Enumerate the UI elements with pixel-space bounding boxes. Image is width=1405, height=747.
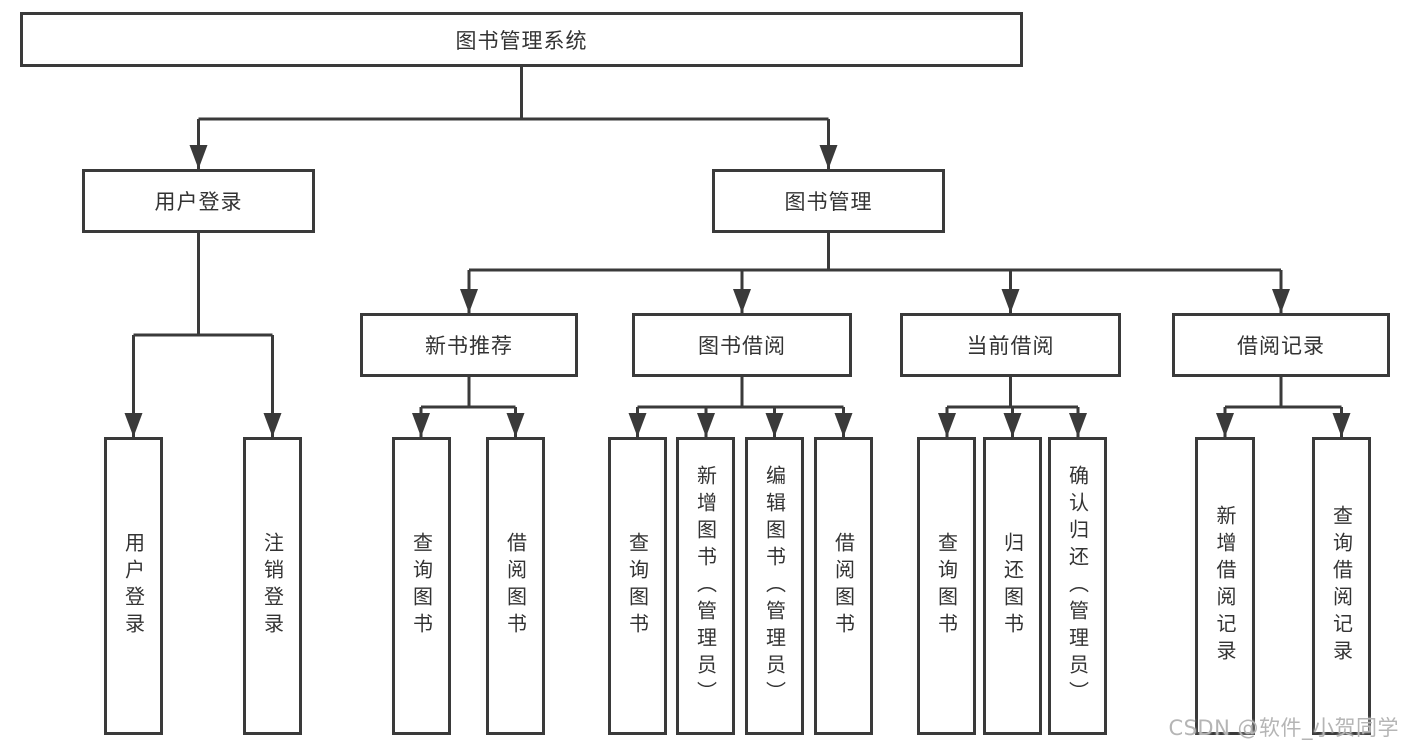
node-root-library-system: 图书管理系统 [20,12,1023,67]
leaf-query-books-borrow: 查询图书 [608,437,667,735]
leaf-edit-books-admin: 编辑图书（管理员） [745,437,804,735]
node-book-management-label: 图书管理 [784,190,873,214]
leaf-query-books-recommend: 查询图书 [392,437,451,735]
node-book-borrowing-label: 图书借阅 [698,334,786,358]
leaf-query-books-current: 查询图书 [917,437,976,735]
leaf-add-borrow-record: 新增借阅记录 [1195,437,1255,735]
leaf-query-borrow-record-label: 查询借阅记录 [1329,505,1354,667]
node-book-management: 图书管理 [712,169,945,233]
node-current-borrowing-label: 当前借阅 [966,334,1055,358]
leaf-add-books-admin: 新增图书（管理员） [676,437,735,735]
leaf-add-borrow-record-label: 新增借阅记录 [1213,505,1237,667]
leaf-borrow-books-recommend: 借阅图书 [486,437,545,735]
leaf-logout-label: 注销登录 [260,532,285,640]
leaf-return-books: 归还图书 [983,437,1042,735]
leaf-user-login: 用户登录 [104,437,163,735]
leaf-query-books-borrow-label: 查询图书 [625,532,650,640]
node-new-book-recommend-label: 新书推荐 [425,334,513,358]
leaf-borrow-books-recommend-label: 借阅图书 [503,532,528,640]
node-borrowing-records: 借阅记录 [1172,313,1390,377]
csdn-watermark: CSDN @软件_小贺同学 [1168,716,1399,740]
leaf-logout: 注销登录 [243,437,302,735]
leaf-user-login-label: 用户登录 [121,532,146,640]
node-user-login-label: 用户登录 [154,190,243,214]
leaf-borrow-books: 借阅图书 [814,437,873,735]
leaf-edit-books-admin-label: 编辑图书（管理员） [762,464,787,708]
leaf-query-borrow-record: 查询借阅记录 [1312,437,1371,735]
node-root-label: 图书管理系统 [455,28,588,53]
leaf-query-books-recommend-label: 查询图书 [409,532,434,640]
leaf-add-books-admin-label: 新增图书（管理员） [693,464,718,708]
leaf-confirm-return-admin: 确认归还（管理员） [1048,437,1107,735]
node-borrowing-records-label: 借阅记录 [1237,334,1325,358]
node-book-borrowing: 图书借阅 [632,313,852,377]
node-new-book-recommend: 新书推荐 [360,313,578,377]
leaf-query-books-current-label: 查询图书 [934,532,959,640]
leaf-confirm-return-admin-label: 确认归还（管理员） [1065,464,1090,708]
leaf-return-books-label: 归还图书 [1000,532,1025,640]
leaf-borrow-books-label: 借阅图书 [831,532,856,640]
node-user-login: 用户登录 [82,169,315,233]
node-current-borrowing: 当前借阅 [900,313,1121,377]
